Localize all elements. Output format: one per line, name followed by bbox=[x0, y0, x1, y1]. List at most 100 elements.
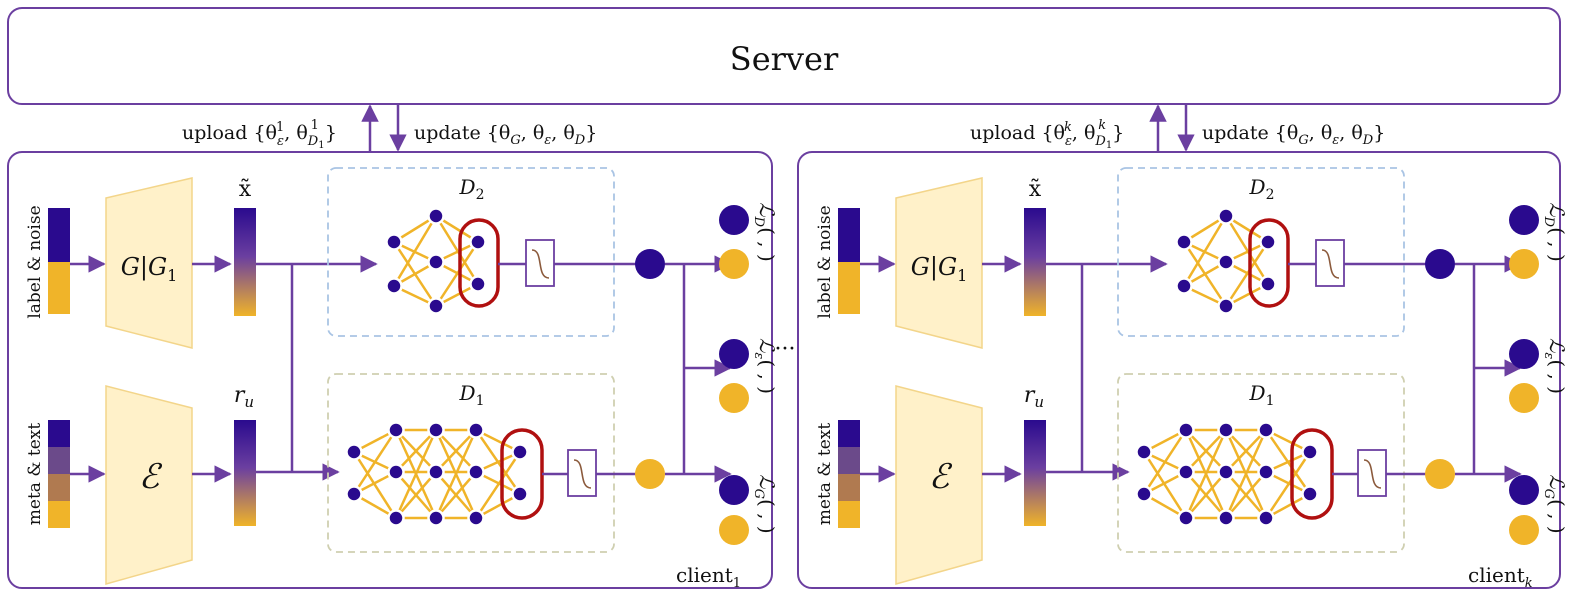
d1-neuron bbox=[1177, 463, 1195, 481]
meta-text-segment bbox=[48, 474, 70, 501]
client1-label: client1 bbox=[676, 563, 741, 591]
server-title: Server bbox=[730, 40, 839, 78]
d1-neuron bbox=[1257, 509, 1275, 527]
d1-neuron bbox=[511, 485, 529, 503]
meta-text-text: meta & text bbox=[25, 423, 45, 526]
loss-input-fake-node bbox=[1509, 515, 1539, 545]
network-edge bbox=[1185, 429, 1227, 473]
d2-box bbox=[327, 167, 615, 337]
encoder-block bbox=[105, 385, 193, 585]
network-edge bbox=[1185, 471, 1227, 519]
d2-neuron bbox=[469, 275, 487, 293]
network-edge bbox=[435, 471, 477, 519]
loss-input-fake-node bbox=[719, 249, 749, 279]
network-edge bbox=[434, 215, 480, 285]
label-noise-text: label & noise bbox=[25, 205, 45, 318]
network-edge bbox=[1182, 215, 1228, 287]
d2-output-node bbox=[635, 249, 665, 279]
d1-neuron bbox=[1217, 509, 1235, 527]
loss-input-real-node bbox=[1509, 205, 1539, 235]
loss-d-label: ℒD( , ) bbox=[751, 202, 779, 262]
d2-neuron bbox=[427, 207, 445, 225]
d2-neuron bbox=[385, 277, 403, 295]
d2-output-node bbox=[1425, 249, 1455, 279]
d1-box bbox=[327, 373, 615, 553]
network-edge bbox=[392, 215, 438, 287]
label-vector-top bbox=[838, 208, 860, 262]
d1-neuron bbox=[467, 421, 485, 439]
d2-neuron bbox=[1259, 233, 1277, 251]
d1-output-node bbox=[635, 459, 665, 489]
d2-label: D2 bbox=[1249, 175, 1275, 203]
network-edge bbox=[1224, 429, 1268, 519]
d2-neuron bbox=[385, 233, 403, 251]
ru-label: ru bbox=[1024, 383, 1044, 411]
d1-neuron bbox=[387, 421, 405, 439]
network-edge bbox=[1225, 471, 1267, 519]
generator-label: G|G1 bbox=[121, 253, 178, 285]
meta-text-segment bbox=[838, 474, 860, 501]
loss-input-fake-node bbox=[719, 383, 749, 413]
d1-neuron bbox=[467, 509, 485, 527]
xtilde-label: x̃ bbox=[239, 177, 252, 202]
network-edge bbox=[1225, 429, 1267, 473]
d2-neuron bbox=[1259, 275, 1277, 293]
loss-e-label: ℒε( , ) bbox=[751, 338, 779, 394]
noise-vector-bottom bbox=[48, 262, 70, 314]
generator-block bbox=[105, 177, 193, 349]
d2-neuron bbox=[469, 233, 487, 251]
network-edge bbox=[434, 241, 480, 307]
meta-text-segment bbox=[838, 447, 860, 474]
d1-box bbox=[1117, 373, 1405, 553]
ru-label: ru bbox=[234, 383, 254, 411]
d1-output-node bbox=[1425, 459, 1455, 489]
network-edge bbox=[394, 429, 438, 519]
clientk-update-label: update {θG, θε, θD} bbox=[1202, 122, 1385, 148]
network-edge bbox=[352, 451, 398, 519]
meta-text-text: meta & text bbox=[815, 423, 835, 526]
server-box bbox=[7, 7, 1561, 105]
network-edge bbox=[395, 471, 437, 519]
d1-neuron bbox=[345, 443, 363, 461]
ru-vector bbox=[234, 420, 256, 526]
generator-block bbox=[895, 177, 983, 349]
d1-neuron bbox=[387, 509, 405, 527]
d2-neuron bbox=[1217, 253, 1235, 271]
loss-g-label: ℒG( , ) bbox=[1541, 474, 1569, 533]
d1-neuron bbox=[1217, 463, 1235, 481]
client1-update-label: update {θG, θε, θD} bbox=[414, 122, 597, 148]
clientk-upload-label: upload {θεk, θD1k} bbox=[970, 118, 1124, 151]
d1-neuron bbox=[1257, 463, 1275, 481]
xtilde-label: x̃ bbox=[1029, 177, 1042, 202]
network-edge bbox=[395, 429, 437, 473]
clients-ellipsis: ··· bbox=[775, 337, 796, 362]
d2-neuron bbox=[1175, 233, 1193, 251]
d2-sigmoid-curve bbox=[531, 249, 550, 279]
d1-neuron bbox=[1135, 485, 1153, 503]
d1-sigmoid-curve bbox=[573, 459, 592, 489]
meta-text-segment bbox=[48, 501, 70, 528]
d1-neuron bbox=[427, 463, 445, 481]
network-edge bbox=[474, 451, 522, 519]
clientk-label: clientk bbox=[1468, 563, 1533, 591]
d1-neuron bbox=[1135, 443, 1153, 461]
d1-neuron bbox=[387, 463, 405, 481]
network-edge bbox=[1224, 241, 1270, 307]
xtilde-vector bbox=[234, 208, 256, 316]
meta-text-segment bbox=[48, 447, 70, 474]
d1-neuron bbox=[511, 443, 529, 461]
d2-box bbox=[1117, 167, 1405, 337]
d2-neuron bbox=[427, 297, 445, 315]
loss-input-real-node bbox=[1509, 475, 1539, 505]
network-edge bbox=[1142, 429, 1188, 495]
d2-neuron bbox=[1217, 207, 1235, 225]
network-edge bbox=[1184, 429, 1228, 519]
d1-neuron bbox=[467, 463, 485, 481]
d1-neuron bbox=[1301, 485, 1319, 503]
label-vector-top bbox=[48, 208, 70, 262]
meta-text-segment bbox=[48, 420, 70, 447]
d1-neuron bbox=[1177, 421, 1195, 439]
